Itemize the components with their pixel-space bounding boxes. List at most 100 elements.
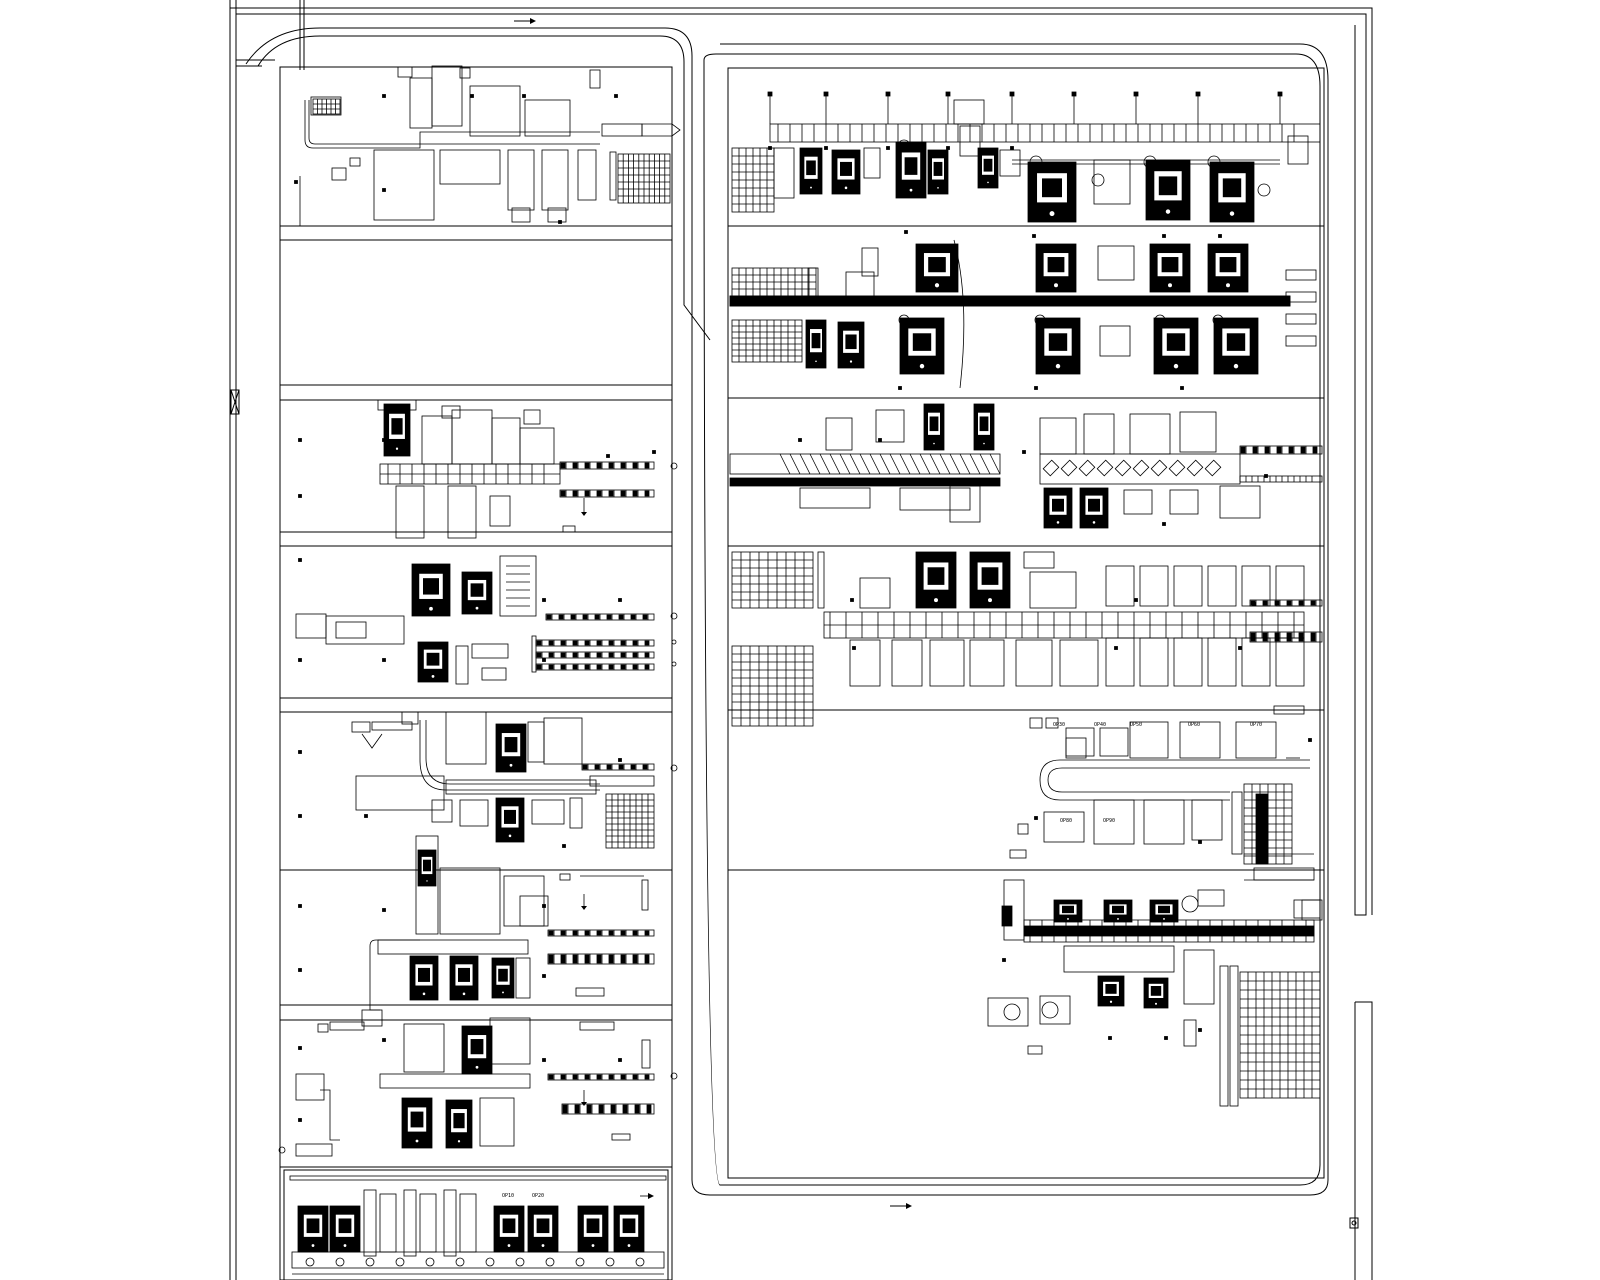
machine-spindle bbox=[1158, 905, 1171, 914]
machine-spindle bbox=[904, 157, 918, 175]
conveyor-pallet bbox=[644, 930, 650, 936]
machine-spindle bbox=[1226, 333, 1246, 351]
filter-unit bbox=[349, 157, 361, 167]
machine-spindle bbox=[391, 418, 403, 435]
east-bay-f-line bbox=[987, 853, 1323, 1107]
conveyor-end bbox=[670, 612, 678, 620]
outfeed-conveyor bbox=[547, 953, 655, 965]
machine-spindle bbox=[470, 1039, 484, 1055]
column-marker bbox=[298, 494, 302, 498]
conveyor-pallet bbox=[1276, 446, 1282, 454]
equipment-outline bbox=[1239, 445, 1323, 455]
machining-center bbox=[495, 797, 525, 843]
column-marker bbox=[382, 908, 386, 912]
conveyor-pallet bbox=[1262, 600, 1268, 606]
station-box bbox=[471, 643, 509, 659]
conveyor-pallet bbox=[644, 462, 650, 469]
conveyor-end bbox=[670, 1072, 678, 1080]
machining-center bbox=[1027, 161, 1077, 223]
machine-spindle bbox=[1062, 905, 1075, 914]
machine-dial bbox=[457, 1139, 461, 1144]
hatch-line bbox=[849, 453, 861, 475]
station-box bbox=[445, 711, 487, 765]
machining-center bbox=[1207, 243, 1249, 293]
flow-arrowhead bbox=[648, 1193, 654, 1199]
hatch-line bbox=[949, 453, 961, 475]
equipment-outline bbox=[731, 551, 814, 609]
column-marker bbox=[542, 1058, 546, 1062]
operator-position bbox=[515, 1257, 525, 1267]
conveyor-pallet bbox=[548, 652, 554, 658]
robot-reach bbox=[1212, 314, 1224, 326]
conveyor-pallet bbox=[1274, 632, 1280, 642]
platform bbox=[953, 99, 985, 125]
conveyor-end bbox=[670, 764, 678, 772]
tag-box bbox=[1017, 823, 1029, 835]
station-box bbox=[489, 495, 511, 527]
conveyor-pallet bbox=[548, 640, 554, 646]
column-marker bbox=[614, 94, 618, 98]
machine-spindle bbox=[845, 334, 857, 350]
column-marker bbox=[298, 558, 302, 562]
conveyor-pallet bbox=[584, 930, 590, 936]
machine-spindle bbox=[417, 967, 430, 982]
column-marker bbox=[898, 386, 902, 390]
station-box bbox=[899, 487, 971, 511]
conveyor-pallet bbox=[644, 640, 650, 646]
conveyor-pallet bbox=[1310, 600, 1316, 606]
operator-position bbox=[365, 1257, 375, 1267]
filter-unit bbox=[331, 167, 347, 181]
flow-arrow-bottom bbox=[890, 1203, 912, 1209]
room-block bbox=[541, 149, 569, 211]
transfer-line bbox=[445, 779, 597, 795]
column-marker bbox=[1162, 234, 1166, 238]
station-box bbox=[799, 487, 871, 509]
rotary-fixture bbox=[1150, 459, 1168, 477]
machining-center bbox=[461, 571, 493, 615]
conveyor-end bbox=[671, 639, 677, 645]
station-box bbox=[1183, 949, 1215, 1005]
column-marker bbox=[298, 658, 302, 662]
assembly-cell bbox=[1149, 899, 1179, 923]
machining-center bbox=[1043, 487, 1073, 529]
valve-symbol bbox=[361, 733, 383, 749]
hatch-line bbox=[989, 453, 1001, 475]
assembly-cell bbox=[1103, 899, 1133, 923]
west-bay-4-line bbox=[295, 555, 678, 685]
machine-dial bbox=[936, 186, 940, 190]
column-marker bbox=[798, 438, 802, 442]
machine-spindle bbox=[470, 583, 484, 597]
machining-center bbox=[445, 1099, 473, 1149]
pipe-run bbox=[295, 1143, 333, 1157]
column-marker bbox=[1010, 146, 1014, 150]
machine-dial bbox=[428, 606, 434, 612]
machining-center bbox=[417, 641, 449, 683]
pipe-route bbox=[425, 720, 600, 785]
machine-spindle bbox=[306, 1218, 320, 1234]
machine-window bbox=[1036, 172, 1068, 204]
robot-reach bbox=[1143, 155, 1157, 169]
conveyor-pallet bbox=[582, 764, 588, 770]
conveyor-pallet bbox=[1288, 446, 1294, 454]
machine-spindle bbox=[453, 1113, 465, 1129]
hatch-line bbox=[829, 453, 841, 475]
machine-dial bbox=[1167, 282, 1173, 289]
station-box bbox=[861, 247, 879, 277]
east-bay-b-line bbox=[729, 230, 1317, 390]
conveyor-pallet bbox=[560, 462, 566, 469]
conveyor-end bbox=[670, 462, 678, 470]
conveyor-end bbox=[671, 661, 677, 667]
conveyor-pallet bbox=[632, 640, 638, 646]
conveyor-pallet bbox=[596, 462, 602, 469]
tag-box bbox=[1273, 705, 1305, 715]
conveyor-pallet bbox=[536, 652, 542, 658]
label-op40: OP40 bbox=[1094, 722, 1106, 728]
panel bbox=[397, 66, 413, 78]
machining-center bbox=[495, 723, 527, 773]
machine-spindle bbox=[1166, 333, 1186, 351]
parts-rack bbox=[617, 153, 671, 204]
robot-reach bbox=[897, 139, 911, 153]
station-box bbox=[1097, 245, 1135, 281]
machine-spindle bbox=[1052, 498, 1065, 512]
column-marker bbox=[1162, 522, 1166, 526]
